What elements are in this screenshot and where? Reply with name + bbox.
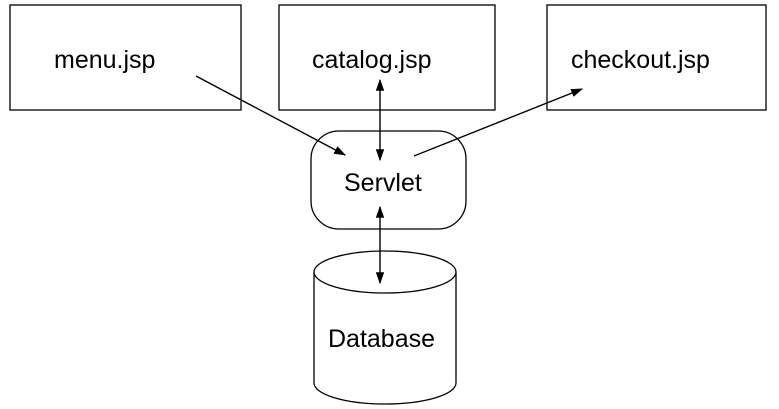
- servlet-label: Servlet: [344, 169, 422, 197]
- node-menu: menu.jsp: [9, 4, 242, 111]
- node-database: Database: [313, 250, 457, 405]
- catalog-label: catalog.jsp: [312, 46, 432, 74]
- database-body: [313, 272, 457, 405]
- menu-label: menu.jsp: [54, 46, 155, 74]
- edge-servlet-to-checkout: [413, 88, 584, 157]
- node-servlet: Servlet: [310, 130, 467, 230]
- database-label: Database: [328, 325, 435, 353]
- checkout-label: checkout.jsp: [571, 46, 710, 74]
- edge-menu-to-servlet: [195, 75, 347, 156]
- checkout-box: [546, 4, 767, 111]
- menu-box: [9, 4, 242, 111]
- database-top: [313, 250, 457, 294]
- servlet-box: [310, 130, 467, 230]
- catalog-box: [278, 4, 496, 111]
- node-checkout: checkout.jsp: [546, 4, 767, 111]
- node-catalog: catalog.jsp: [278, 4, 496, 111]
